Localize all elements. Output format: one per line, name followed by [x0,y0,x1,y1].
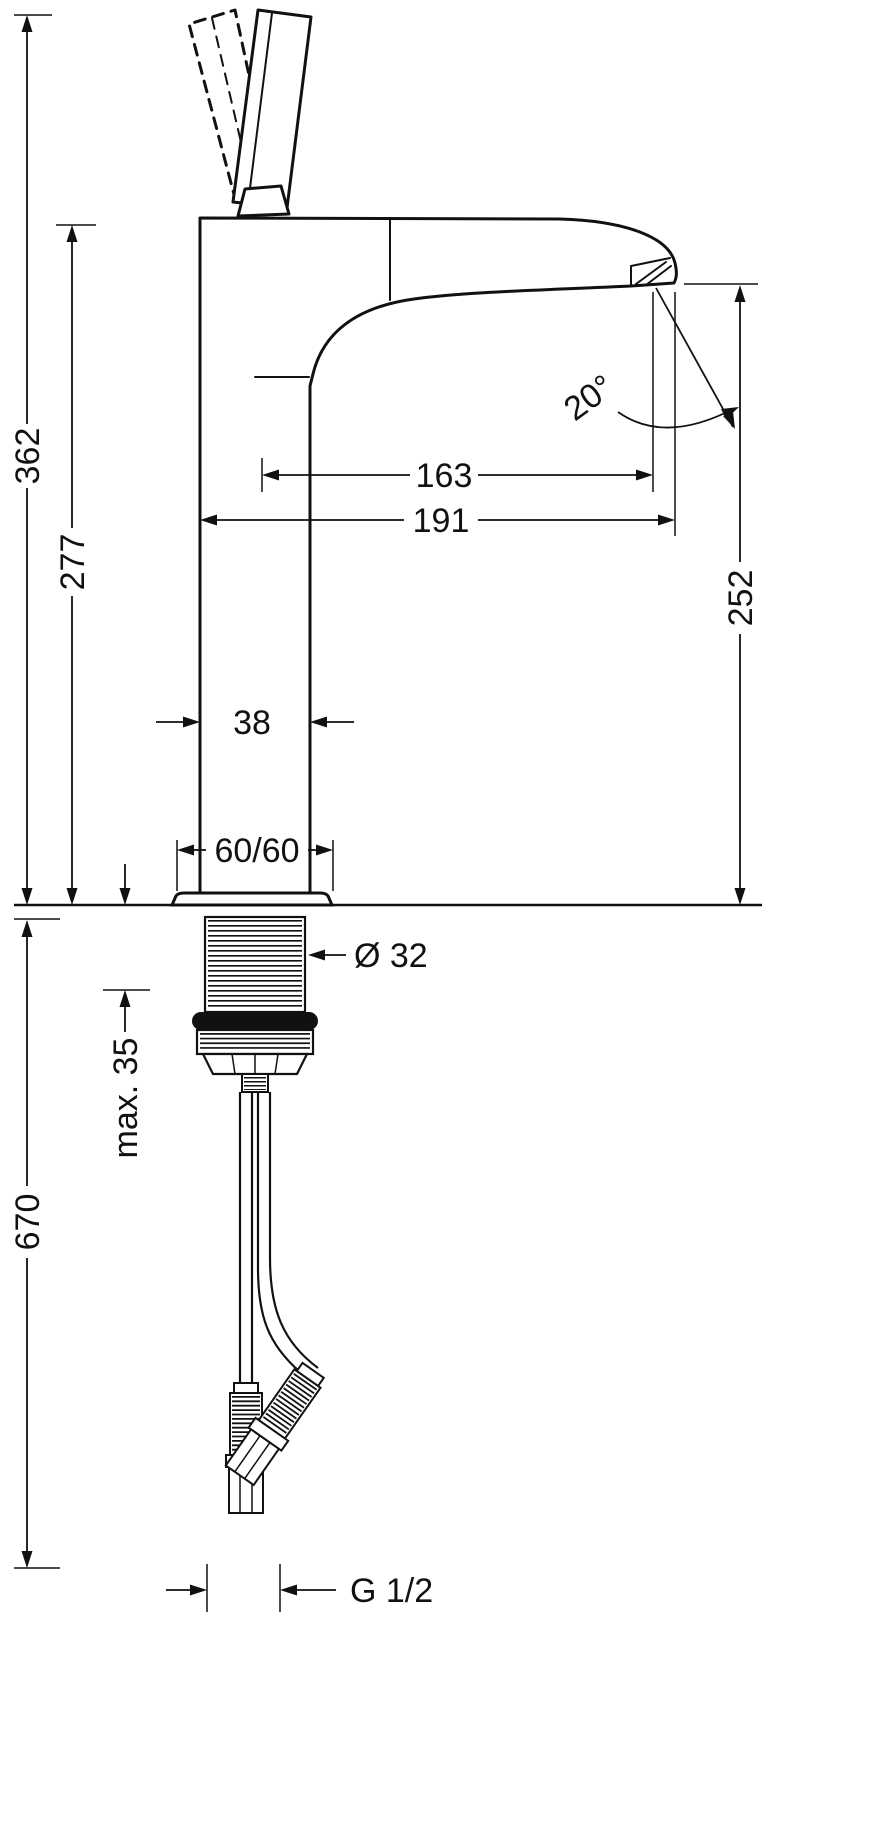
dim-outlet-height: 252 [684,283,760,905]
mounting-surface-line [14,903,762,1569]
dim-connection-thread: G 1/2 [166,1564,433,1612]
under-deck-assembly [192,915,326,1514]
dim-body-height: 277 [54,224,96,905]
dim-body-width-label: 38 [233,704,271,742]
dim-total-height: 362 [9,14,52,905]
dim-outlet-height-label: 252 [722,570,760,627]
hose-connector-right [224,1361,326,1487]
faucet-outline [187,8,678,895]
dim-base-plate: 60/60 [176,832,334,891]
dim-hose-length: 670 [9,920,47,1568]
base-plate [169,891,335,907]
dim-body-width: 38 [156,704,354,742]
dim-body-height-label: 277 [54,534,92,591]
supply-hoses [238,1092,319,1383]
dim-spout-reach: 163 [261,292,654,495]
dim-hose-length-label: 670 [9,1194,47,1251]
threaded-stub [241,1073,269,1093]
handle-base [236,184,291,218]
dim-base-plate-label: 60/60 [214,832,299,870]
hose-connector-left [225,1382,267,1514]
dim-max-deck-thickness: max. 35 [103,864,150,1158]
dim-mounting-hole: Ø 32 [308,937,428,975]
dim-overall-projection: 191 [200,292,676,540]
dim-total-height-label: 362 [9,428,47,485]
threaded-shank [203,915,307,1014]
spout-outlet [630,257,672,286]
seal-ring [192,1012,318,1030]
dim-overall-projection-label: 191 [413,502,470,540]
dim-connection-thread-label: G 1/2 [350,1572,433,1610]
dim-spout-reach-label: 163 [416,457,473,495]
dim-max-deck-thickness-label: max. 35 [107,1038,145,1159]
body-and-spout [198,216,678,895]
dim-mounting-hole-label: Ø 32 [354,937,428,975]
lock-nut [195,1028,315,1076]
